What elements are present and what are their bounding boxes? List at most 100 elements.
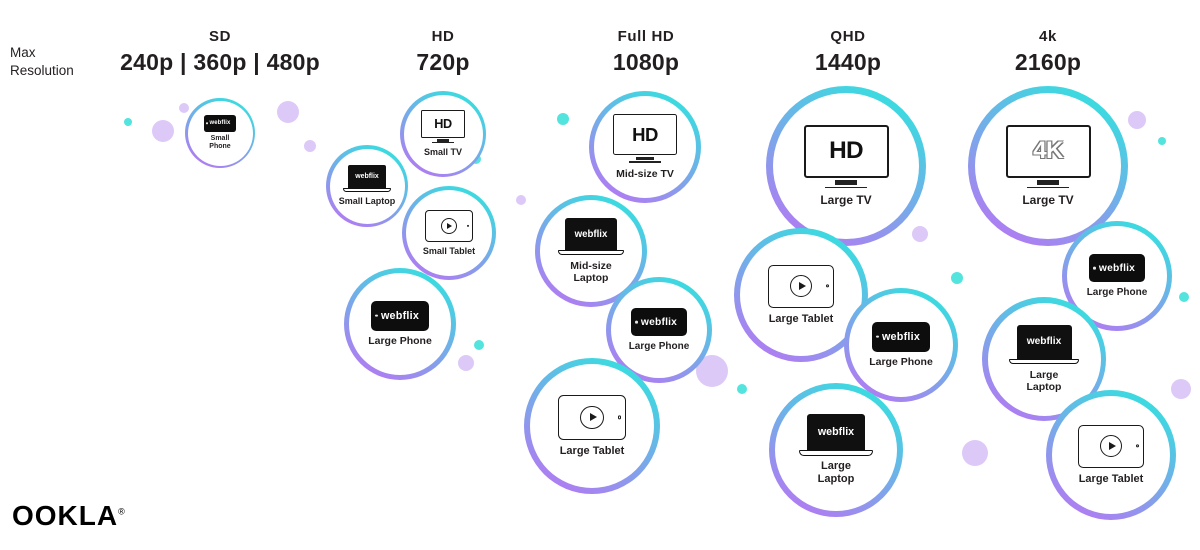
webflix-laptop-icon: webflix bbox=[1009, 324, 1079, 365]
bubble-content: Small Tablet bbox=[406, 190, 492, 276]
play-icon bbox=[1099, 435, 1123, 458]
column-name: HD bbox=[431, 28, 455, 45]
bubble-content: HD Small TV bbox=[403, 94, 483, 174]
decorative-dot bbox=[1158, 137, 1166, 145]
play-icon bbox=[789, 275, 813, 298]
laptop-base bbox=[799, 449, 873, 456]
tablet-play-icon bbox=[1078, 424, 1144, 468]
device-label: Small Tablet bbox=[422, 245, 476, 256]
device-label: Mid-size TV bbox=[616, 167, 674, 180]
column-resolution: 1440p bbox=[814, 49, 882, 75]
bubble-content: Large Tablet bbox=[1052, 396, 1170, 514]
webflix-brand-label: webflix bbox=[574, 228, 608, 240]
decorative-dot bbox=[1128, 111, 1146, 129]
bubble-hd-small-tv: HD Small TV bbox=[400, 91, 486, 177]
decorative-dot bbox=[304, 140, 316, 152]
bubble-content: webflix Large Phone bbox=[849, 293, 953, 397]
decorative-dot bbox=[124, 118, 132, 126]
camera-dot bbox=[876, 335, 879, 339]
play-icon bbox=[580, 405, 604, 429]
bubble-4k-large-phone: webflix Large Phone bbox=[1062, 221, 1172, 331]
webflix-brand-label: webflix bbox=[209, 120, 231, 127]
column-name: Full HD bbox=[617, 28, 675, 45]
column-header-hd: HD 720p bbox=[383, 28, 503, 76]
tv-stand-base bbox=[824, 186, 868, 189]
bubble-qhd-large-tv: HD Large TV bbox=[766, 86, 926, 246]
hd-logo-text: HD bbox=[829, 137, 863, 165]
webflix-phone-icon: webflix bbox=[631, 307, 687, 337]
tablet-play-icon bbox=[424, 209, 474, 242]
camera-dot bbox=[825, 284, 829, 288]
device-label: Large Tablet bbox=[559, 444, 625, 457]
axis-label: Max Resolution bbox=[10, 45, 74, 78]
bubble-qhd-large-phone: webflix Large Phone bbox=[844, 288, 958, 402]
column-header-qhd: QHD 1440p bbox=[788, 28, 908, 76]
device-label: Large Laptop bbox=[1026, 368, 1062, 394]
column-name: SD bbox=[208, 28, 232, 45]
bubble-content: 4K Large TV bbox=[975, 93, 1121, 239]
webflix-phone-icon: webflix bbox=[204, 115, 236, 132]
webflix-laptop-icon: webflix bbox=[557, 217, 625, 256]
bubble-content: Large Tablet bbox=[740, 234, 862, 356]
camera-dot bbox=[1093, 266, 1097, 270]
device-label: Large Tablet bbox=[768, 312, 834, 325]
webflix-brand-label: webflix bbox=[1026, 336, 1062, 348]
tv-hd-icon: HD bbox=[803, 124, 889, 189]
bubble-4k-large-tablet: Large Tablet bbox=[1046, 390, 1176, 520]
tv-4k-icon: 4K bbox=[1005, 124, 1091, 189]
tv-stand bbox=[437, 139, 449, 142]
device-label: Small Laptop bbox=[338, 196, 396, 207]
tablet-play-icon bbox=[557, 394, 627, 440]
bubble-content: webflix Large Laptop bbox=[775, 389, 897, 511]
device-label: Large TV bbox=[820, 192, 872, 207]
bubble-qhd-large-laptop: webflix Large Laptop bbox=[769, 383, 903, 517]
camera-dot bbox=[375, 314, 378, 318]
device-label: Small TV bbox=[423, 147, 462, 158]
bubble-hd-small-laptop: webflix Small Laptop bbox=[326, 145, 408, 227]
bubble-content: HD Large TV bbox=[773, 93, 919, 239]
webflix-brand-label: webflix bbox=[881, 330, 921, 343]
device-label: Large Laptop bbox=[817, 460, 855, 486]
column-resolution: 2160p bbox=[1014, 49, 1082, 75]
bubble-content: HD Mid-size TV bbox=[594, 96, 696, 198]
bubble-content: webflix Large Phone bbox=[349, 273, 451, 375]
bubble-fullhd-large-tablet: Large Tablet bbox=[524, 358, 660, 494]
bubble-4k-large-tv: 4K Large TV bbox=[968, 86, 1128, 246]
decorative-dot bbox=[474, 340, 484, 350]
bubble-fullhd-midsize-tv: HD Mid-size TV bbox=[589, 91, 701, 203]
bubble-sd-small-phone: webflix Small Phone bbox=[185, 98, 255, 168]
hd-logo-text: HD bbox=[632, 123, 658, 145]
column-header-sd: SD 240p | 360p | 480p bbox=[95, 28, 345, 76]
decorative-dot bbox=[516, 195, 526, 205]
column-resolution: 720p bbox=[416, 49, 470, 75]
decorative-dot bbox=[1171, 379, 1191, 399]
tv-stand-base bbox=[431, 142, 455, 144]
decorative-dot bbox=[179, 103, 189, 113]
webflix-phone-icon: webflix bbox=[1089, 253, 1145, 283]
decorative-dot bbox=[912, 226, 928, 242]
device-label: Large Phone bbox=[869, 356, 933, 369]
registered-mark: ® bbox=[118, 506, 126, 517]
ookla-logo-text: OOKLA bbox=[12, 500, 119, 531]
column-header-4k: 4k 2160p bbox=[988, 28, 1108, 76]
decorative-dot bbox=[737, 384, 747, 394]
bubble-qhd-large-tablet: Large Tablet bbox=[734, 228, 868, 362]
decorative-dot bbox=[152, 120, 174, 142]
tv-hd-icon: HD bbox=[612, 114, 678, 163]
webflix-laptop-icon: webflix bbox=[343, 165, 391, 193]
tv-stand bbox=[636, 156, 654, 161]
camera-dot bbox=[467, 224, 470, 227]
bubble-content: webflix Mid-size Laptop bbox=[540, 200, 642, 302]
webflix-brand-label: webflix bbox=[1098, 262, 1136, 274]
device-label: Large Tablet bbox=[1078, 472, 1144, 485]
decorative-dot bbox=[1179, 292, 1189, 302]
bubble-fullhd-large-phone: webflix Large Phone bbox=[606, 277, 712, 383]
4k-logo-text: 4K bbox=[1033, 137, 1063, 165]
tv-stand bbox=[1036, 180, 1060, 186]
tv-stand-base bbox=[628, 161, 662, 163]
webflix-phone-icon: webflix bbox=[872, 321, 930, 352]
device-label: Large Phone bbox=[628, 340, 690, 352]
play-icon bbox=[440, 217, 458, 234]
tv-stand-base bbox=[1026, 186, 1070, 189]
webflix-brand-label: webflix bbox=[817, 426, 855, 439]
